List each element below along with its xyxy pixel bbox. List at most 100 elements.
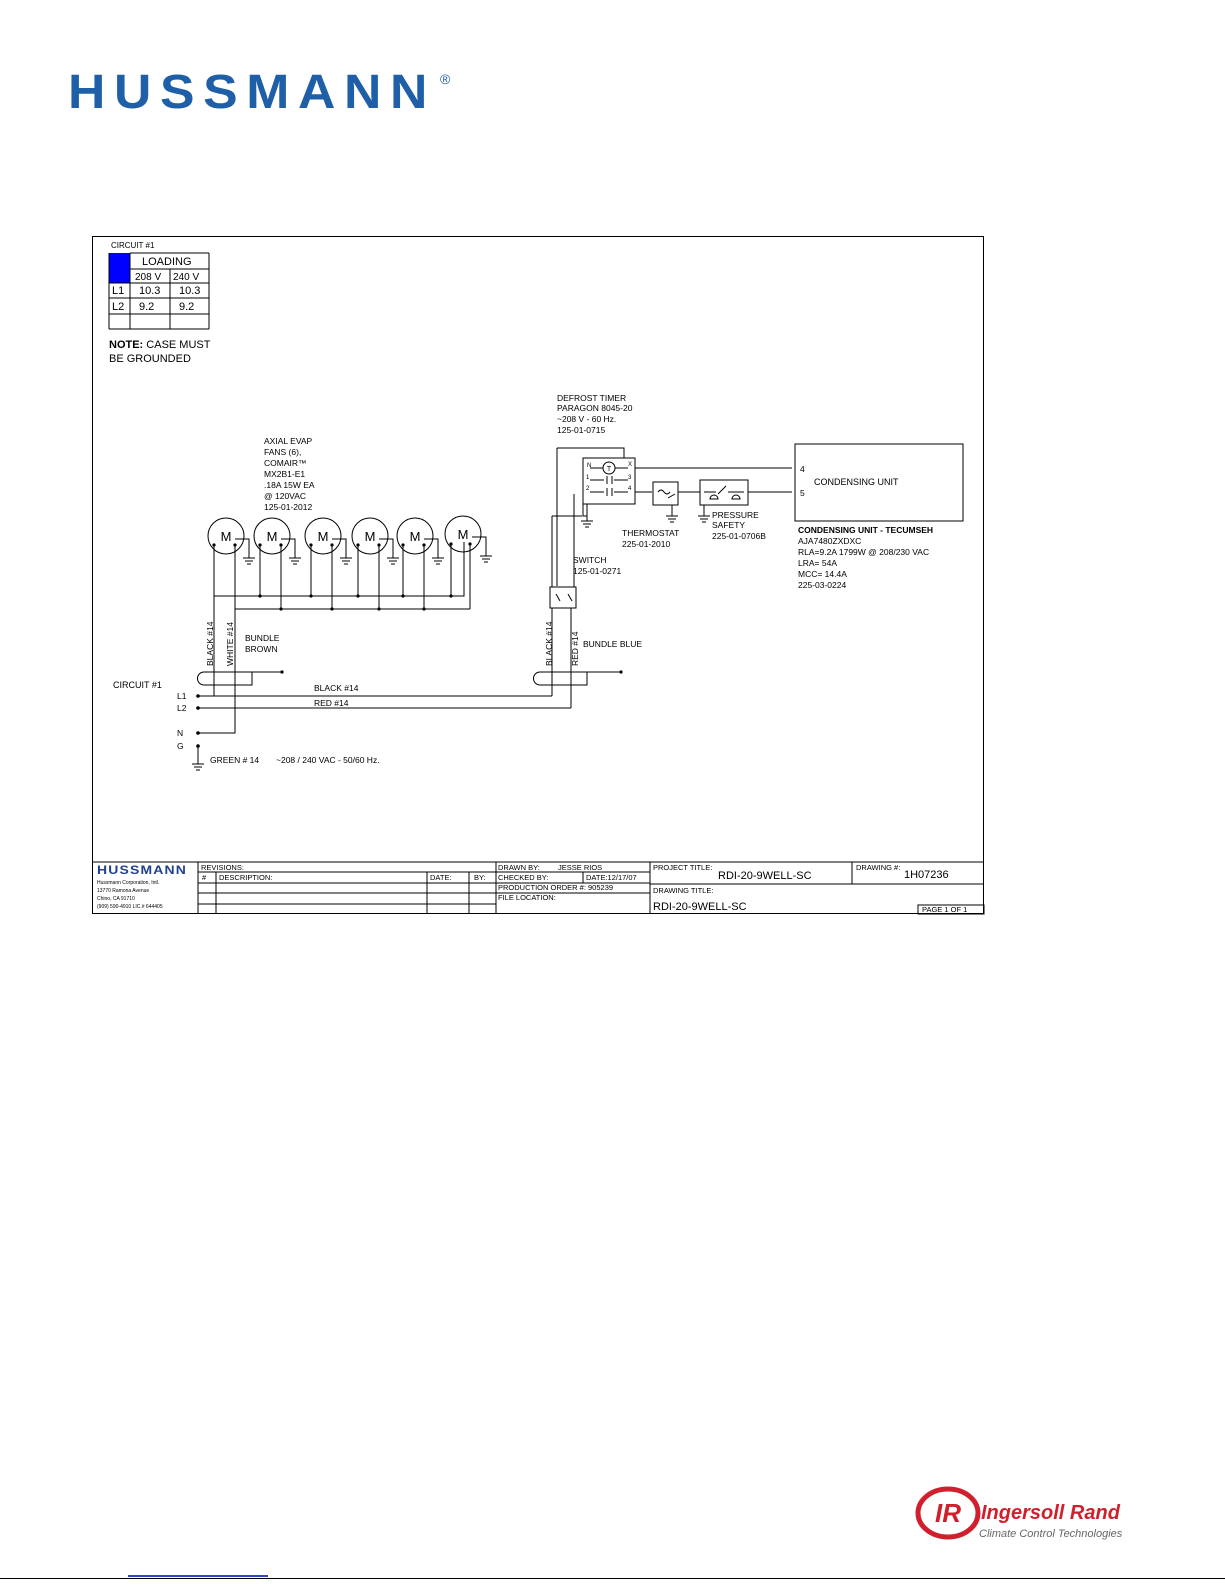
fans-line: AXIAL EVAP xyxy=(264,436,313,446)
tb-description: DESCRIPTION: xyxy=(219,873,272,882)
fan-wiring xyxy=(213,536,492,708)
row-l2-240: 9.2 xyxy=(179,301,194,313)
note-text: CASE MUST xyxy=(143,339,211,351)
note-line1: NOTE: CASE MUST xyxy=(109,339,211,351)
bundle-blue-loop xyxy=(533,608,621,708)
tb-drawing-num-label: DRAWING #: xyxy=(856,863,900,872)
motor-label: M xyxy=(458,527,469,542)
thermostat-line1: THERMOSTAT xyxy=(622,528,679,538)
voltage-208: 208 V xyxy=(135,272,161,283)
voltage-240: 240 V xyxy=(173,272,199,283)
supply-circuit: CIRCUIT #1 xyxy=(113,680,162,690)
tb-project-title: RDI-20-9WELL-SC xyxy=(718,870,812,882)
fan-motor xyxy=(253,517,291,555)
timer-term-3: 3 xyxy=(628,475,632,481)
row-l1-line: L1 xyxy=(112,285,124,297)
timer-label: DEFROST TIMER PARAGON 8045-20 ~208 V - 6… xyxy=(557,393,633,435)
tb-project-title-label: PROJECT TITLE: xyxy=(653,863,712,872)
label-black14-switch: BLACK #14 xyxy=(544,621,554,666)
note-label: NOTE: xyxy=(109,339,143,351)
motor-label: M xyxy=(318,529,329,544)
hussmann-logo: HUSSMANN ® xyxy=(68,66,451,119)
title-block-grid xyxy=(92,861,985,915)
fan-motor xyxy=(304,517,342,555)
tb-by: BY: xyxy=(474,873,486,882)
footer-link-underline[interactable] xyxy=(128,1575,268,1577)
condensing-spec-line: AJA7480ZXDXC xyxy=(798,536,861,546)
tb-drawing-title-label: DRAWING TITLE: xyxy=(653,886,713,895)
tb-production-order: PRODUCTION ORDER #: 905239 xyxy=(498,883,613,892)
footer-divider xyxy=(0,1578,1225,1579)
label-black-main: BLACK #14 xyxy=(314,683,359,693)
fan-motor xyxy=(351,517,389,555)
ingersoll-rand-logo: IR Ingersoll Rand Climate Control Techno… xyxy=(915,1486,1123,1540)
thermostat-symbol xyxy=(652,481,700,523)
company-line: Hussmann Corporation, Intl. xyxy=(97,880,159,886)
fans-line: MX2B1-E1 xyxy=(264,469,305,479)
pressure-line2: SAFETY xyxy=(712,520,745,530)
condensing-unit-label: CONDENSING UNIT xyxy=(814,477,899,487)
supply-wiring xyxy=(192,695,571,771)
tb-revisions: REVISIONS: xyxy=(201,863,244,872)
note-line2: BE GROUNDED xyxy=(109,353,191,365)
timer-line: PARAGON 8045-20 xyxy=(557,403,633,413)
condensing-terminal-4: 4 xyxy=(800,464,805,474)
fans-line: @ 120VAC xyxy=(264,491,306,501)
pressure-symbol xyxy=(698,479,792,523)
timer-symbol xyxy=(556,447,792,586)
condensing-spec: CONDENSING UNIT - TECUMSEH AJA7480ZXDXC … xyxy=(798,525,933,590)
company-address: Hussmann Corporation, Intl. 13770 Ramona… xyxy=(97,880,163,910)
fans-line: 125-01-2012 xyxy=(264,502,312,512)
bundle-brown-loop xyxy=(197,671,282,686)
condensing-unit-box xyxy=(794,443,964,522)
switch-line2: 125-01-0271 xyxy=(573,566,621,576)
row-l1-240: 10.3 xyxy=(179,285,200,297)
fan-motor xyxy=(444,515,482,553)
drawing-border xyxy=(92,236,984,914)
fans-line: .18A 15W EA xyxy=(264,480,315,490)
condensing-spec-line: MCC= 14.4A xyxy=(798,569,847,579)
wiring-diagram: CIRCUIT #1 LOADING 208 V 240 V L1 10.3 1… xyxy=(92,236,985,915)
circuit-title: CIRCUIT #1 xyxy=(111,241,155,250)
registered-mark: ® xyxy=(440,71,451,87)
supply-l1: L1 xyxy=(177,691,187,701)
timer-line: 125-01-0715 xyxy=(557,425,605,435)
label-white14-fans: WHITE #14 xyxy=(225,622,235,666)
motor-label: M xyxy=(221,529,232,544)
timer-line: DEFROST TIMER xyxy=(557,393,626,403)
pressure-line1: PRESSURE xyxy=(712,510,759,520)
tb-date-value: DATE:12/17/07 xyxy=(586,873,637,882)
thermostat-line2: 225-01-2010 xyxy=(622,539,670,549)
condensing-spec-line: LRA= 54A xyxy=(798,558,837,568)
motor-label: M xyxy=(267,529,278,544)
timer-term-1: 1 xyxy=(586,475,590,481)
tb-checked-by-label: CHECKED BY: xyxy=(498,873,548,882)
loading-table xyxy=(108,252,210,330)
timer-motor: T xyxy=(607,466,612,473)
tb-file-location: FILE LOCATION: xyxy=(498,893,556,902)
company-line: 13770 Ramona Avenue xyxy=(97,888,149,894)
fan-motor xyxy=(207,517,245,555)
loading-swatch xyxy=(109,253,130,283)
condensing-spec-line: RLA=9.2A 1799W @ 208/230 VAC xyxy=(798,547,929,557)
timer-line: ~208 V - 60 Hz. xyxy=(557,414,616,424)
company-line: Chino, CA 91710 xyxy=(97,896,135,902)
supply-green: GREEN # 14 xyxy=(210,755,259,765)
fan-junctions xyxy=(212,542,472,611)
supply-g: G xyxy=(177,741,184,751)
label-red14-switch: RED #14 xyxy=(570,631,580,666)
tb-num: # xyxy=(202,873,207,882)
condensing-spec-line: CONDENSING UNIT - TECUMSEH xyxy=(798,525,933,535)
fans-label: AXIAL EVAP FANS (6), COMAIR™ MX2B1-E1 .1… xyxy=(264,436,315,512)
timer-x: X xyxy=(628,462,632,468)
pressure-line3: 225-01-0706B xyxy=(712,531,766,541)
ir-tagline: Climate Control Technologies xyxy=(979,1528,1123,1540)
ir-mark-ring xyxy=(915,1486,981,1540)
hussmann-logo-text: HUSSMANN xyxy=(68,66,436,119)
supply-voltage: ~208 / 240 VAC - 50/60 Hz. xyxy=(276,755,380,765)
fans-line: FANS (6), xyxy=(264,447,301,457)
tb-drawing-num: 1H07236 xyxy=(904,869,949,881)
fan-motor xyxy=(396,517,434,555)
timer-term-2: 2 xyxy=(586,486,590,492)
company-line: (909) 590-4910 LIC.# 644405 xyxy=(97,904,163,910)
